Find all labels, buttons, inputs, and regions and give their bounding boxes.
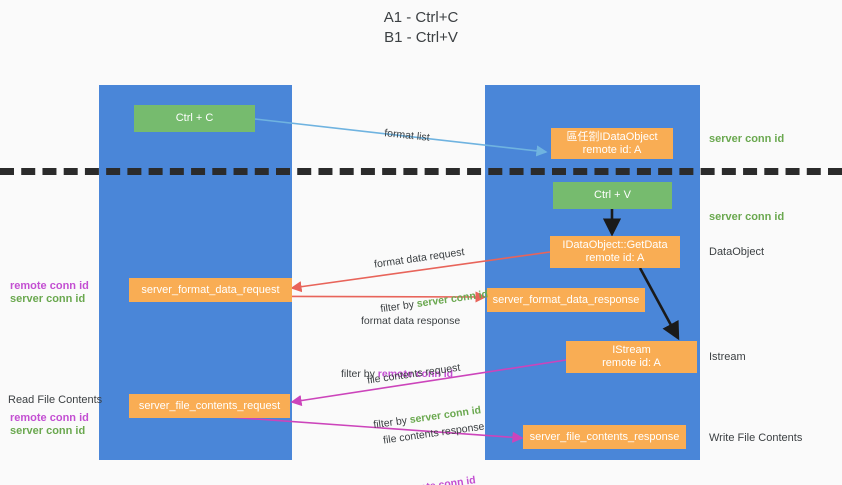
left-label-server-conn-id-1: server conn id bbox=[10, 293, 86, 305]
box-server-format-data-request[interactable]: server_format_data_request bbox=[129, 278, 292, 302]
phase-divider bbox=[0, 168, 842, 175]
page-title: A1 - Ctrl+C B1 - Ctrl+V bbox=[383, 9, 459, 46]
box-ctrl-c[interactable]: Ctrl + C bbox=[134, 105, 255, 132]
box-getdata-line2: remote id: A bbox=[585, 252, 645, 264]
box-getdata-line1: IDataObject::GetData bbox=[562, 239, 668, 251]
edge-label-format-data-response-line1: format data response bbox=[361, 315, 461, 327]
box-ctrl-c-label: Ctrl + C bbox=[175, 112, 214, 124]
box-idataobject-top-line1: 區任劄IDataObject bbox=[566, 130, 658, 143]
edge-label-format-data-request-line1: format data request bbox=[373, 246, 466, 271]
em-remote-conn-id: remote conn id bbox=[400, 474, 476, 485]
box-server-file-contents-request[interactable]: server_file_contents_request bbox=[129, 394, 290, 418]
box-ctrl-v[interactable]: Ctrl + V bbox=[553, 182, 672, 209]
box-server-format-data-request-label: server_format_data_request bbox=[141, 283, 280, 296]
left-label-remote-conn-id-2: remote conn id bbox=[10, 412, 89, 424]
right-label-write-file-contents: Write File Contents bbox=[709, 432, 803, 444]
right-label-server-conn-id-mid: server conn id bbox=[709, 211, 785, 223]
edge-label-format-data-response-line2: filter by remote conn id bbox=[341, 368, 454, 380]
box-server-file-contents-request-label: server_file_contents_request bbox=[138, 399, 281, 412]
edge-label-file-contents-response-line1: file contents response bbox=[382, 420, 486, 447]
em-remote-conn-id: remote conn id bbox=[377, 368, 454, 380]
box-server-format-data-response[interactable]: server_format_data_response bbox=[487, 288, 645, 312]
box-ctrl-v-label: Ctrl + V bbox=[594, 189, 631, 201]
box-idataobject-top-line2: remote id: A bbox=[582, 143, 642, 156]
left-label-server-conn-id-2: server conn id bbox=[10, 425, 86, 437]
edge-label-format-list: format list bbox=[370, 110, 432, 161]
edge-label-file-contents-response-line2: filter by remote conn id bbox=[364, 471, 493, 485]
box-idataobject-getdata[interactable]: IDataObject::GetData remote id: A bbox=[550, 236, 680, 268]
box-server-file-contents-response[interactable]: server_file_contents_response bbox=[523, 425, 686, 449]
left-label-read-file-contents: Read File Contents bbox=[8, 394, 103, 406]
edge-label-file-contents-request-line1: file contents request bbox=[366, 361, 462, 387]
right-label-istream: Istream bbox=[709, 351, 746, 363]
edge-label-format-list-text: format list bbox=[383, 127, 431, 144]
right-label-dataobject: DataObject bbox=[709, 246, 765, 258]
box-istream-line1: IStream bbox=[612, 344, 651, 356]
box-idataobject-top[interactable]: 區任劄IDataObject remote id: A bbox=[551, 128, 673, 159]
box-istream[interactable]: IStream remote id: A bbox=[566, 341, 697, 373]
edge-label-file-contents-response: file contents response filter by remote … bbox=[378, 390, 497, 485]
box-server-file-contents-response-label: server_file_contents_response bbox=[529, 430, 680, 443]
left-label-remote-conn-id-1: remote conn id bbox=[10, 280, 89, 292]
box-istream-line2: remote id: A bbox=[602, 357, 661, 369]
box-server-format-data-response-label: server_format_data_response bbox=[492, 293, 640, 306]
edge-label-format-data-response: format data response filter by remote co… bbox=[341, 284, 461, 412]
right-label-server-conn-id-top: server conn id bbox=[709, 133, 785, 145]
